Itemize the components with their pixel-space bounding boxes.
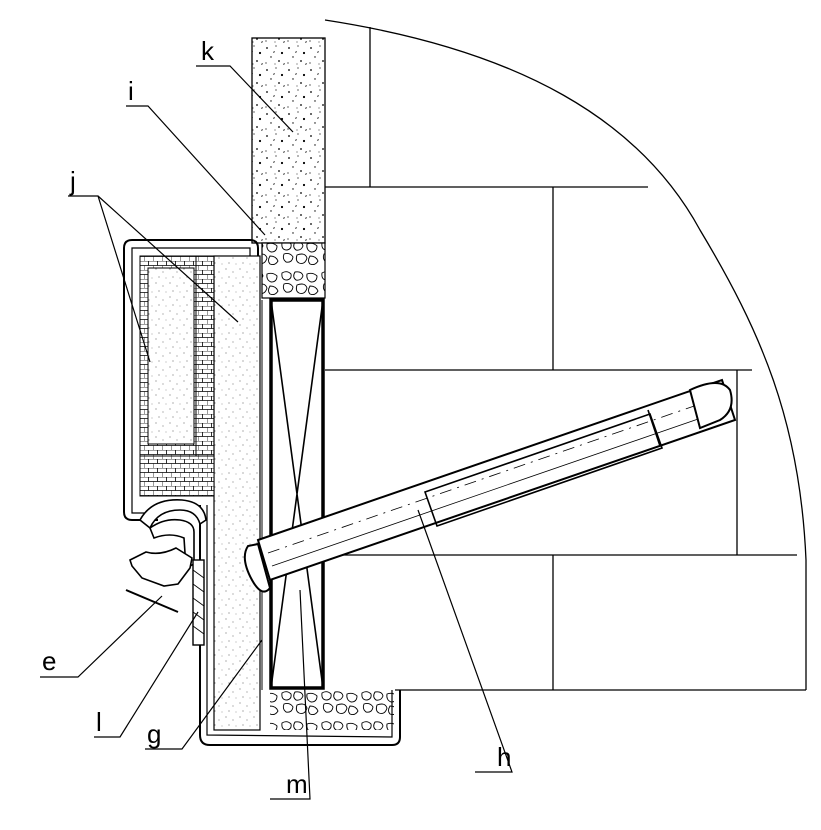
leader-h bbox=[417, 509, 513, 773]
leader-g bbox=[145, 639, 263, 750]
label-h: h bbox=[497, 742, 511, 772]
label-g: g bbox=[147, 719, 161, 749]
leader-i bbox=[126, 105, 266, 236]
anchor-bolt-h bbox=[243, 378, 737, 593]
anchor-sleeve bbox=[423, 412, 664, 528]
masonry-wall bbox=[324, 19, 807, 691]
gasket-strip-l bbox=[192, 559, 205, 646]
gravel-fill bbox=[261, 242, 394, 730]
timber-block-m bbox=[269, 298, 325, 690]
callout-labels: k i j e l g m h bbox=[42, 36, 511, 799]
label-m: m bbox=[286, 769, 308, 799]
wall-break-curve bbox=[324, 19, 807, 690]
anchor-shaft bbox=[256, 378, 737, 582]
leader-lines bbox=[40, 65, 513, 800]
leader-e bbox=[40, 595, 163, 678]
label-i: i bbox=[128, 76, 134, 106]
leader-j bbox=[68, 195, 239, 363]
label-j: j bbox=[69, 166, 76, 196]
leader-m bbox=[270, 589, 311, 800]
label-e: e bbox=[42, 646, 56, 676]
leader-k bbox=[196, 65, 294, 133]
sill-sheet-profile bbox=[123, 239, 401, 746]
insulation-panel bbox=[139, 255, 261, 731]
anchor-head bbox=[243, 542, 272, 593]
label-l: l bbox=[96, 707, 102, 737]
seal-profile-e bbox=[125, 499, 207, 613]
concrete-layer-k bbox=[251, 37, 326, 244]
label-k: k bbox=[201, 36, 215, 66]
anchor-tip bbox=[688, 382, 733, 430]
leader-l bbox=[94, 611, 199, 738]
